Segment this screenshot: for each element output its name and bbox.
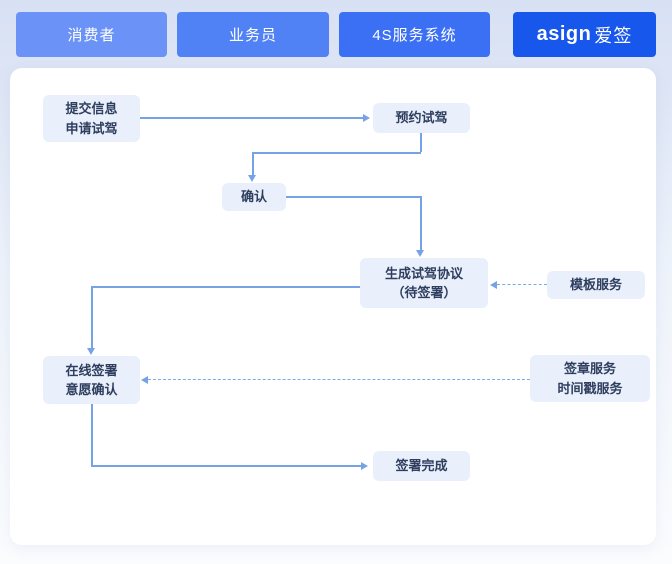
node-line: 签署完成: [395, 458, 448, 474]
node-line: 意愿确认: [65, 382, 118, 397]
tab-label: 4S服务系统: [372, 27, 457, 44]
connector-confirm-to-generate: [286, 196, 422, 198]
node-line: 时间戳服务: [557, 380, 623, 396]
node-line: （待签署）: [391, 285, 457, 300]
node-line: 预约试驾: [395, 110, 448, 126]
connector-generate-to-sign: [91, 286, 360, 288]
tab-label: 消费者: [67, 27, 116, 44]
arrowhead-right-icon: [363, 114, 370, 122]
connector-submit-to-reserve: [140, 117, 364, 119]
tab-label: 业务员: [228, 27, 277, 44]
flow-node-generate-agreement: 生成试驾协议 （待签署）: [360, 258, 488, 308]
arrowhead-down-icon: [248, 175, 256, 182]
connector-template-to-generate-dashed: [497, 284, 547, 285]
flow-node-seal-timestamp-services: 签章服务 时间戳服务: [530, 355, 650, 402]
connector-sign-drop: [91, 286, 93, 348]
flow-node-template-service: 模板服务: [547, 271, 645, 299]
header-tab-asign-brand[interactable]: asign 爱签: [513, 12, 656, 57]
connector-reserve-to-confirm: [252, 152, 421, 154]
arrowhead-right-icon: [361, 462, 368, 470]
node-line: 签章服务: [563, 361, 616, 376]
connector-sign-down: [91, 404, 93, 466]
flow-node-submit-info: 提交信息 申请试驾: [43, 95, 140, 142]
header-tab-consumer[interactable]: 消费者: [16, 12, 167, 57]
node-line: 申请试驾: [65, 120, 118, 136]
arrowhead-left-icon: [490, 281, 497, 289]
asign-logo-cjk: 爱签: [594, 25, 633, 46]
arrowhead-down-icon: [87, 348, 95, 355]
flow-node-reserve-test-drive: 预约试驾: [373, 103, 470, 133]
arrowhead-left-icon: [141, 376, 148, 384]
flow-node-online-sign-confirm: 在线签署 意愿确认: [43, 356, 140, 404]
connector-sign-to-complete: [91, 465, 361, 467]
node-line: 在线签署: [65, 362, 118, 378]
node-line: 提交信息: [65, 101, 118, 116]
node-line: 确认: [240, 189, 267, 205]
flow-node-sign-complete: 签署完成: [373, 451, 470, 481]
header-tab-salesperson[interactable]: 业务员: [177, 12, 329, 57]
arrowhead-down-icon: [416, 250, 424, 257]
asign-logo-latin: asign: [536, 23, 592, 45]
connector-confirm-drop: [252, 152, 254, 175]
node-line: 生成试驾协议: [384, 265, 463, 281]
flow-node-confirm: 确认: [222, 183, 286, 211]
node-line: 模板服务: [569, 277, 622, 293]
header-tab-4s-system[interactable]: 4S服务系统: [339, 12, 490, 57]
connector-services-to-sign-dashed: [148, 379, 530, 380]
connector-reserve-drop: [420, 133, 422, 152]
connector-generate-drop: [420, 197, 422, 250]
